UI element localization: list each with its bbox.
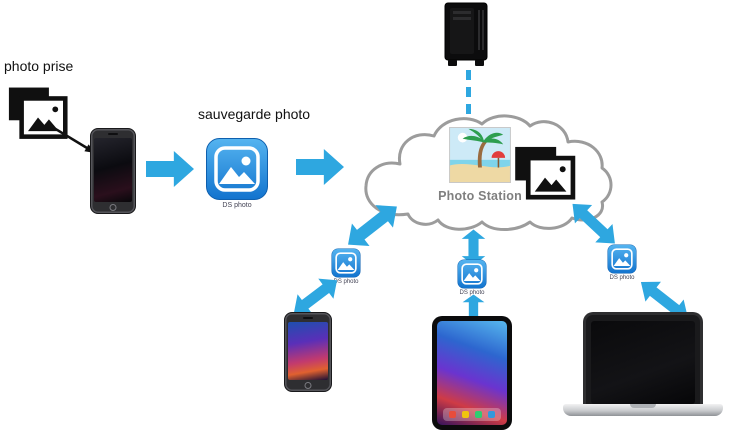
- sync-arrow-cloud-laptop-1: [559, 193, 625, 258]
- smartphone-source-icon: [90, 128, 136, 214]
- dock-app-icon: [475, 411, 482, 418]
- nas-icon: [444, 2, 488, 66]
- photo-station-label: Photo Station: [438, 189, 522, 203]
- ds-photo-app-icon: [206, 138, 268, 200]
- laptop-icon: [563, 312, 723, 420]
- phone-screen: [94, 138, 132, 202]
- smartphone-target-icon: [284, 312, 332, 392]
- phone-home-button: [109, 204, 117, 211]
- ds-photo-app-icon: [607, 244, 637, 274]
- photo-stack-icon-cloud: [515, 146, 576, 200]
- ds-photo-app-icon: [331, 248, 361, 278]
- ds-photo-app-small-right: DS photo: [606, 244, 638, 282]
- ds-photo-app-large: DS photo: [205, 137, 269, 209]
- phone-home-button: [304, 382, 312, 389]
- laptop-notch: [630, 404, 656, 408]
- sync-arrow-laptop-2: [629, 270, 698, 335]
- app-caption: DS photo: [609, 275, 635, 281]
- nas-cloud-link: [466, 70, 471, 114]
- dock-app-icon: [449, 411, 456, 418]
- tablet-screen: [437, 321, 507, 425]
- laptop-display: [591, 321, 695, 404]
- sync-arrow-phone-2: [285, 268, 349, 328]
- tablet-dock: [443, 408, 501, 421]
- flow-arrow-2: [296, 148, 344, 191]
- laptop-base: [563, 404, 723, 416]
- phone-speaker: [108, 133, 118, 135]
- beach-photo-thumbnail: [449, 127, 511, 183]
- dock-app-icon: [488, 411, 495, 418]
- tablet-icon: [432, 316, 512, 430]
- app-caption: DS photo: [333, 279, 359, 285]
- app-caption: DS photo: [222, 202, 252, 209]
- app-caption: DS photo: [459, 290, 485, 296]
- flow-arrow-1: [146, 150, 194, 193]
- ds-photo-app-icon: [457, 259, 487, 289]
- sync-arrow-cloud-tablet-1: [455, 229, 488, 266]
- ds-photo-app-small-left: DS photo: [330, 248, 362, 286]
- dock-app-icon: [462, 411, 469, 418]
- sauvegarde-photo-label: sauvegarde photo: [198, 106, 311, 122]
- photo-prise-label: photo prise: [4, 58, 74, 74]
- sync-arrow-cloud-phone-1: [338, 193, 411, 262]
- ds-photo-app-small-middle: DS photo: [457, 259, 487, 297]
- laptop-screen: [583, 312, 703, 404]
- phone-speaker: [303, 317, 313, 319]
- phone-screen: [288, 322, 328, 380]
